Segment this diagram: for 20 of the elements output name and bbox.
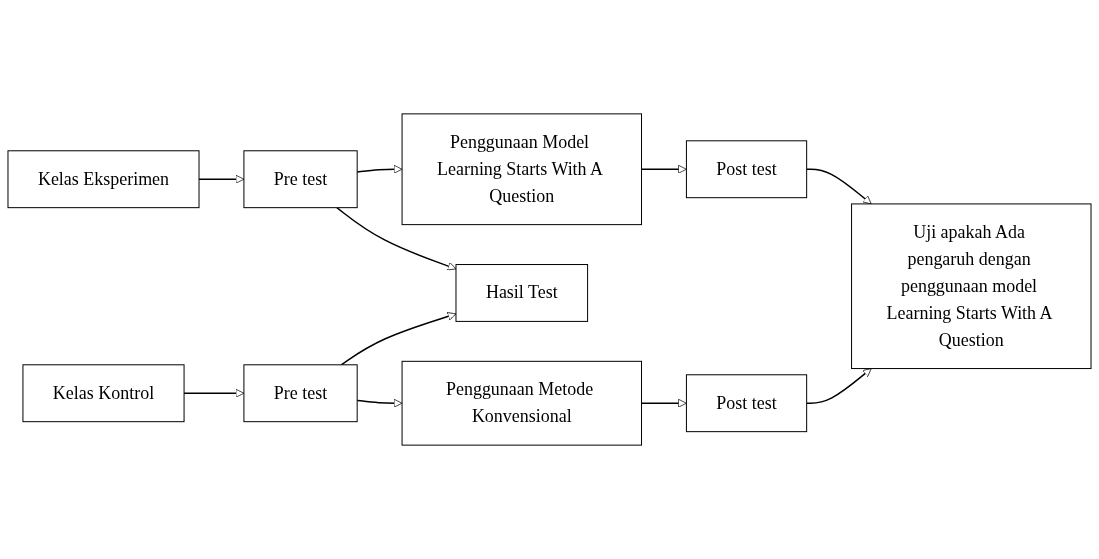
arrow (640, 398, 687, 408)
node-box: Pre test (243, 364, 358, 423)
node-box: Pre test (243, 150, 358, 209)
arrow (336, 206, 457, 271)
node-box: Post test (685, 140, 808, 199)
arrow (340, 312, 457, 366)
node-box: Hasil Test (455, 264, 589, 322)
arrow (356, 164, 403, 174)
arrow (805, 368, 872, 404)
arrow (640, 164, 687, 174)
arrow (356, 398, 403, 408)
node-box: Penggunaan Metode Konvensional (401, 360, 642, 446)
arrow (183, 388, 245, 398)
node-box: Post test (685, 374, 808, 433)
node-box: Penggunaan Model Learning Starts With A Question (401, 113, 642, 226)
arrow (805, 168, 872, 205)
arrow (198, 174, 245, 184)
node-box: Uji apakah Ada pengaruh dengan penggunaan model Learning Starts With A Question (851, 203, 1092, 370)
node-box: Kelas Eksperimen (7, 150, 200, 209)
node-box: Kelas Kontrol (22, 364, 185, 423)
